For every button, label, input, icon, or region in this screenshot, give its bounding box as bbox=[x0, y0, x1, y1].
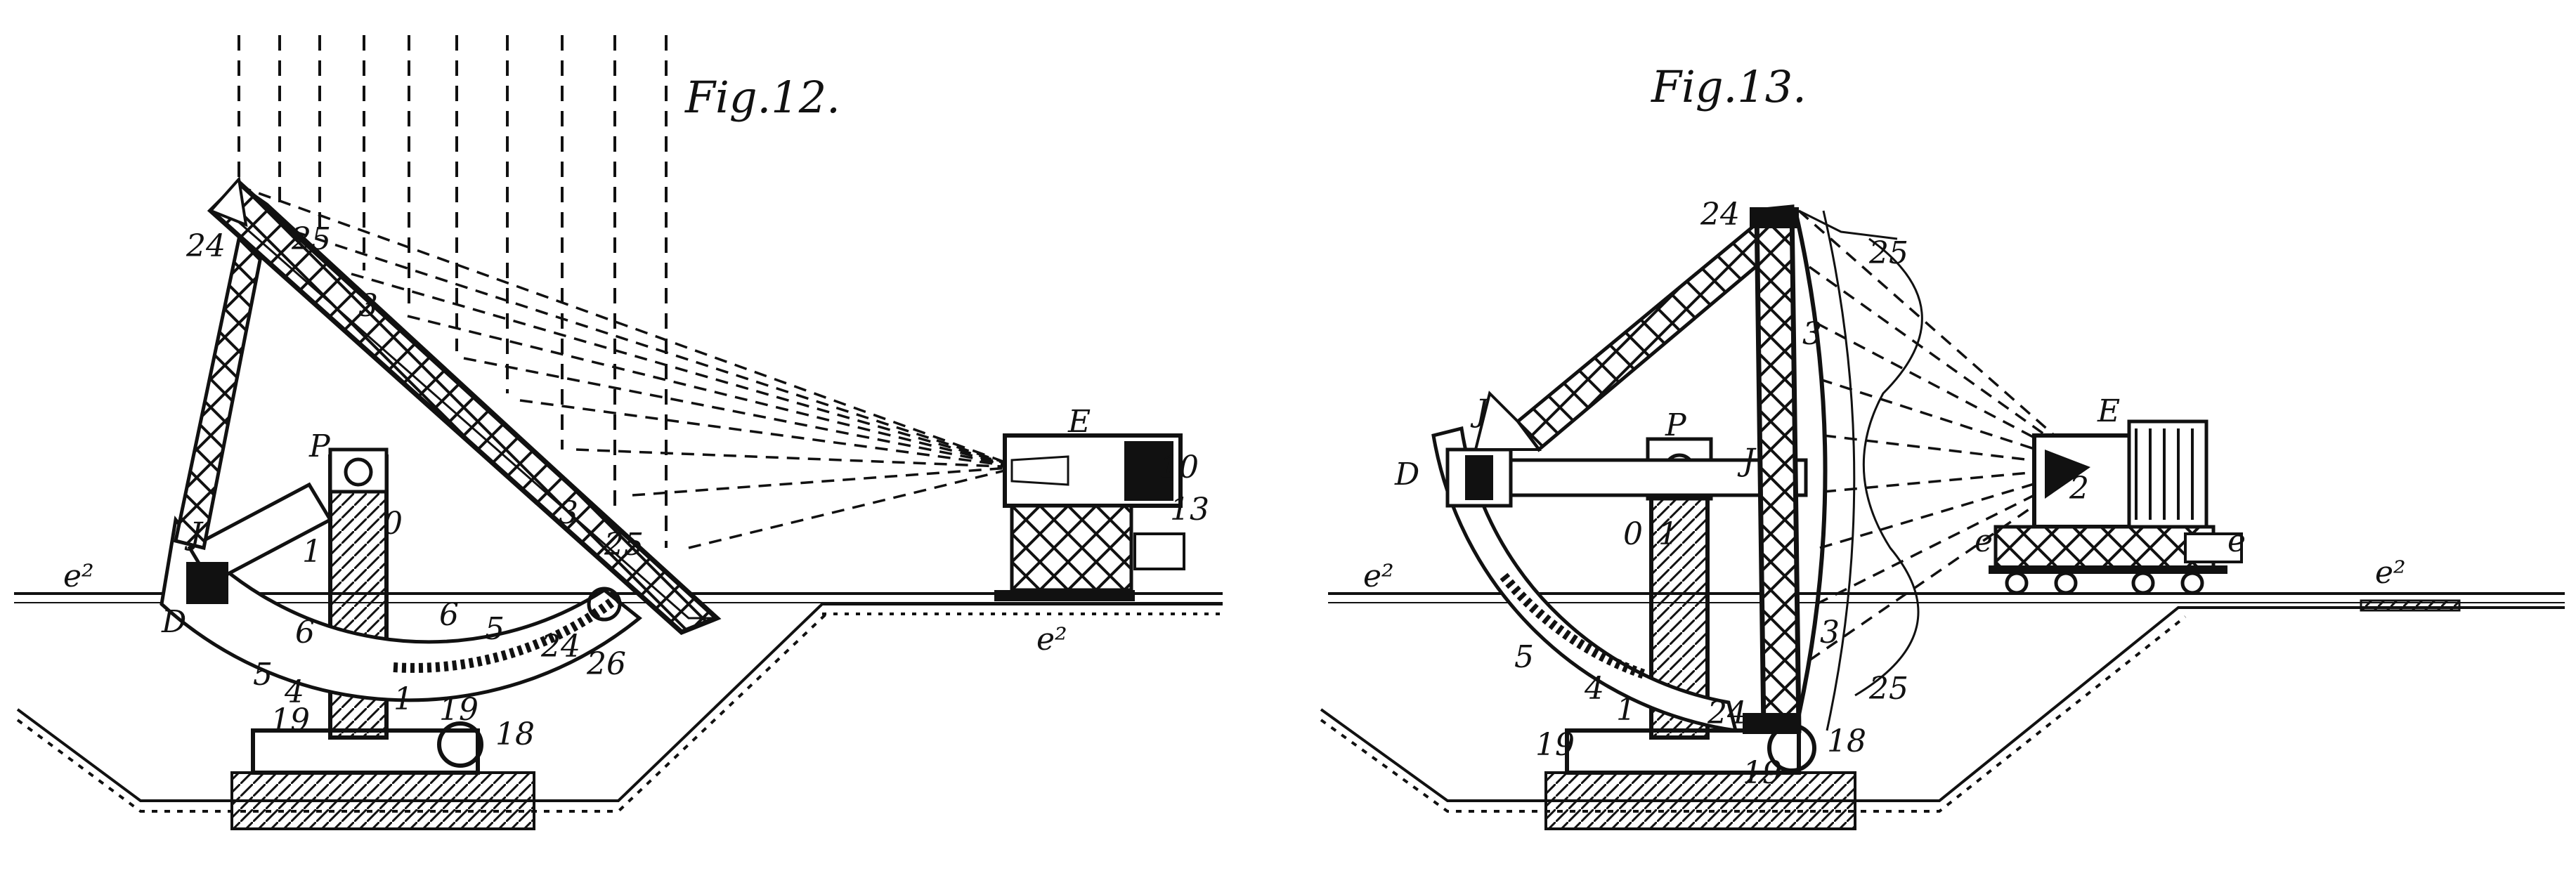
figure-12: Fig.12. bbox=[14, 35, 1223, 830]
label-24-top: 24 bbox=[1700, 197, 1740, 233]
label-19-lower: 19 bbox=[1743, 755, 1782, 791]
foundation-12 bbox=[230, 771, 535, 830]
label-24-lower: 24 bbox=[1707, 695, 1747, 731]
label-25-top: 25 bbox=[1868, 235, 1908, 271]
figure-13: Fig.13. bbox=[1320, 61, 2565, 830]
label-5-right: 5 bbox=[485, 611, 505, 647]
label-e2-right: e² bbox=[1036, 622, 1067, 657]
toothed-rack-13 bbox=[1500, 572, 1646, 679]
label-5: 5 bbox=[1514, 639, 1534, 675]
label-24-lower: 24 bbox=[540, 629, 580, 664]
toothed-rack-12 bbox=[393, 593, 622, 673]
label-3-top: 3 bbox=[1802, 316, 1822, 352]
label-O: 0 bbox=[1623, 516, 1643, 552]
carriage-13 bbox=[1993, 525, 2216, 571]
boiler-12 bbox=[994, 433, 1185, 601]
label-2: 2 bbox=[2069, 471, 2089, 506]
label-25-top: 25 bbox=[291, 221, 331, 257]
label-D: D bbox=[161, 604, 186, 640]
reflector-truss-12 bbox=[207, 179, 722, 636]
label-5-left: 5 bbox=[253, 657, 273, 693]
label-26: 26 bbox=[586, 646, 626, 682]
label-3-lower: 3 bbox=[1820, 615, 1840, 650]
label-e2-right: e² bbox=[2375, 555, 2406, 591]
label-1-upper: 1 bbox=[302, 534, 322, 570]
figure-13-title: Fig.13. bbox=[1651, 61, 1807, 112]
label-18: 18 bbox=[1827, 723, 1866, 759]
track-13 bbox=[2360, 599, 2461, 612]
boiler-13 bbox=[1989, 419, 2243, 595]
label-6-right: 6 bbox=[439, 597, 459, 633]
label-4: 4 bbox=[1584, 671, 1604, 707]
label-25-lower: 25 bbox=[1868, 671, 1908, 707]
label-19-left: 19 bbox=[1535, 727, 1575, 763]
sun-rays-12 bbox=[238, 35, 668, 548]
reflector-wing-13 bbox=[1854, 237, 1923, 697]
label-3-top: 3 bbox=[358, 288, 378, 324]
label-E: E bbox=[1067, 404, 1091, 440]
label-19-right: 19 bbox=[439, 692, 479, 728]
label-P: P bbox=[308, 428, 331, 464]
label-P: P bbox=[1665, 407, 1687, 443]
label-18: 18 bbox=[495, 716, 535, 752]
reflected-rays-12 bbox=[238, 185, 1020, 549]
figure-12-title: Fig.12. bbox=[684, 72, 840, 123]
label-10: 10 bbox=[1159, 450, 1199, 485]
diagonal-truss-13 bbox=[1515, 215, 1788, 452]
label-e2-left: e² bbox=[1363, 558, 1394, 594]
label-6-left: 6 bbox=[295, 615, 315, 650]
label-25-lower: 25 bbox=[604, 527, 644, 563]
base-gear-13 bbox=[1565, 728, 1801, 775]
excavation-pit-13 bbox=[1320, 606, 2565, 813]
label-J: J bbox=[1470, 393, 1490, 429]
label-e-left: e bbox=[1975, 523, 1993, 559]
label-1-lower: 1 bbox=[393, 681, 413, 717]
label-1-upper: 1 bbox=[1658, 516, 1678, 552]
label-19-left: 19 bbox=[271, 702, 310, 738]
label-e2-left: e² bbox=[63, 558, 94, 594]
horizontal-shaft-13 bbox=[1509, 458, 1808, 497]
counterweight-block-12 bbox=[186, 562, 228, 604]
worm-gear-12 bbox=[437, 721, 483, 768]
label-D: D bbox=[1394, 457, 1419, 492]
pivot-wheel-12 bbox=[587, 587, 622, 622]
reflector-edge-12 bbox=[238, 183, 711, 613]
reflector-curve-13 bbox=[1793, 210, 1828, 731]
label-3-lower: 3 bbox=[559, 495, 578, 531]
label-E: E bbox=[2097, 393, 2120, 429]
reflector-outer-edge-13 bbox=[1822, 210, 1856, 731]
truss-strut-12 bbox=[174, 237, 266, 551]
label-24-top: 24 bbox=[186, 228, 226, 264]
label-4: 4 bbox=[284, 674, 304, 710]
label-13: 13 bbox=[1170, 492, 1209, 528]
foundation-13 bbox=[1544, 771, 1856, 830]
label-1-lower: 1 bbox=[1616, 692, 1636, 728]
label-e-right: e bbox=[2227, 523, 2246, 559]
reflector-truss-13 bbox=[1754, 204, 1802, 733]
label-O: 0 bbox=[383, 506, 403, 542]
